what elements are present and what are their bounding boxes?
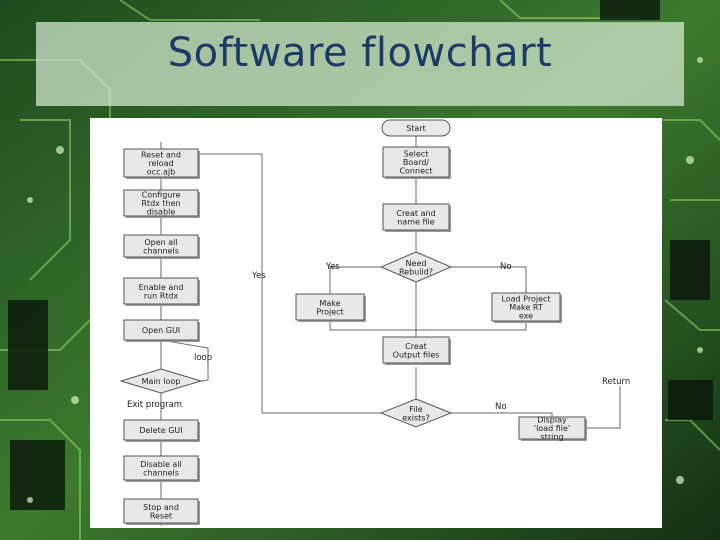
left-step-7-label: Delete GUI [139,426,182,435]
left-step-5-label: Open GUI [142,326,180,335]
left-step-7: Delete GUI [123,419,200,442]
left-step-7-shape [123,419,199,441]
merge-load-project [416,321,527,331]
center-step-output-files-shape [382,336,450,364]
loop-label: loop [194,353,212,363]
left-step-4-shape [123,277,199,305]
start-terminal-label: Start [406,124,426,133]
title-band [36,22,684,106]
left-step-9-shape [123,498,199,524]
yes-rebuild-label: Yes [325,262,340,272]
yes-left-label: Yes [251,271,266,281]
center-step-select-board-shape [382,146,450,178]
display-box-label: Display'load file'string [534,416,570,442]
no-file-label: No [495,402,507,412]
connector-lines [160,132,621,526]
left-step-5: Open GUI [123,319,200,342]
display-box-shape [518,416,586,440]
branch-rebuild-no [451,266,527,294]
return-label: Return [602,377,630,387]
decision-need-rebuild-shape [379,251,453,283]
decision-main-loop-shape [119,368,203,394]
branch-rebuild-yes [329,266,381,294]
exit-program-label: Exit program [127,400,182,410]
return-line [585,386,621,429]
start-terminal: Start [381,119,451,137]
start-terminal-shape [381,119,451,137]
left-step-2-shape [123,189,199,217]
slide-title: Software flowchart [167,30,553,76]
main-loop-return [160,339,209,382]
display-box: Display'load file'string [518,416,587,442]
left-step-8-shape [123,455,199,481]
decision-file-exists-shape [379,398,453,428]
branch-file-no [451,412,553,418]
load-project-box-shape [491,292,561,322]
left-step-3-shape [123,234,199,258]
decision-main-loop-label: Main loop [142,377,181,386]
left-step-5-shape [123,319,199,341]
left-step-1-shape [123,148,199,178]
no-rebuild-label: No [500,262,512,272]
make-project-box-shape [295,293,365,321]
branch-file-yes [198,153,381,414]
decision-main-loop: Main loop [119,368,203,394]
center-step-create-file-shape [382,203,450,231]
merge-make-project [329,320,416,331]
